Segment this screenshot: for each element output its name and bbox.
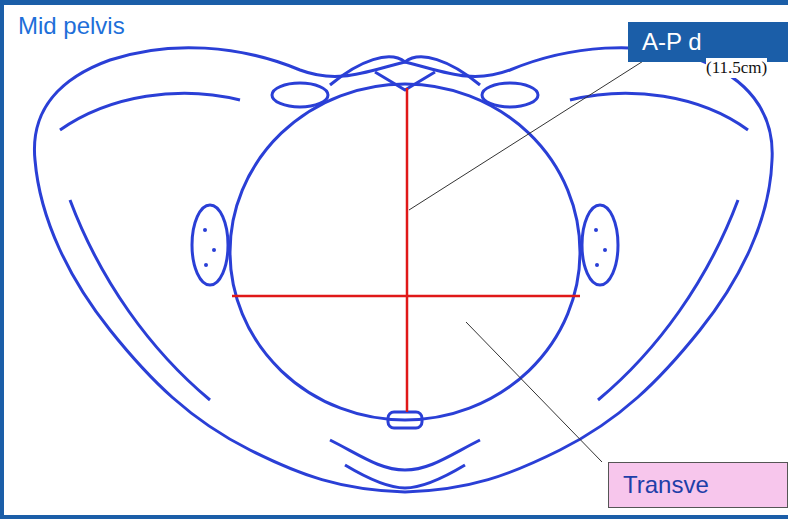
frame-bar: [0, 0, 788, 5]
bone-dot: [594, 228, 598, 232]
callout-box: A-P d: [628, 22, 788, 62]
sacrum-edge: [375, 72, 435, 90]
sacral-foramen: [482, 83, 538, 107]
frame-bar: [0, 0, 4, 519]
transverse-diameter-line: [232, 295, 580, 298]
bone-dot: [204, 263, 208, 267]
leader-line: [409, 58, 648, 210]
wing-contour: [598, 200, 738, 400]
callout-text: Transve: [623, 471, 709, 499]
pubic-arch: [345, 465, 465, 488]
bone-dot: [595, 263, 599, 267]
bone-dot: [603, 248, 607, 252]
frame-bar: [0, 515, 788, 519]
ischial-spine: [582, 205, 618, 285]
wing-contour: [70, 200, 210, 400]
callout-text: A-P d: [642, 28, 702, 56]
pubic-arch: [330, 440, 480, 470]
iliac-crest: [570, 93, 748, 130]
ap-diameter-line: [406, 88, 409, 412]
pubic-symphysis: [388, 412, 422, 428]
ischial-spine: [192, 205, 228, 285]
dimension-label: (11.5cm): [706, 58, 767, 78]
leader-line: [466, 322, 602, 462]
slide-title: Mid pelvis: [18, 12, 125, 40]
sacrum-edge: [330, 57, 480, 85]
pelvis-outline: [34, 48, 772, 492]
bone-dot: [203, 228, 207, 232]
iliac-crest: [60, 93, 240, 130]
callout-box: Transve: [608, 462, 788, 508]
bone-dot: [212, 248, 216, 252]
sacral-foramen: [272, 83, 328, 107]
